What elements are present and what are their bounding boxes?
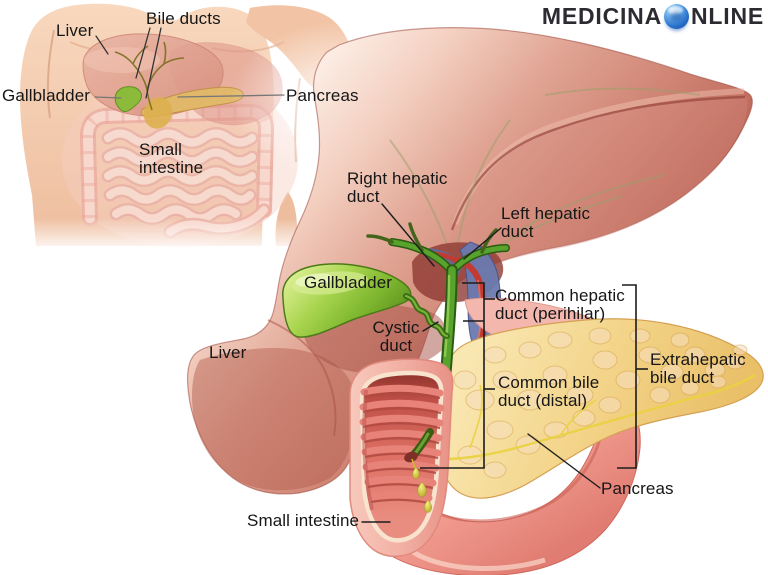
duodenum-shape [349, 358, 454, 557]
label-pancreas: Pancreas [601, 479, 674, 498]
globe-icon [664, 3, 689, 29]
label-cystic-duct: Cystic duct [372, 318, 420, 356]
main-illustration [187, 27, 764, 575]
label-right-hepatic-duct: Right hepatic duct [347, 169, 448, 207]
pancreas-lobules [453, 327, 748, 479]
inset-label-small-intestine: Small intestine [139, 140, 204, 178]
brand-logo: MEDICINA NLINE [500, 1, 764, 31]
pancreas-shape [419, 318, 764, 499]
bile-drops-shape [404, 428, 434, 513]
bracket-inner [420, 282, 495, 469]
inset-gallbladder-shape [114, 86, 142, 112]
pointer-lines [94, 27, 601, 523]
brand-part1: MEDICINA [541, 2, 662, 29]
label-common-bile-duct: Common bile duct (distal) [498, 373, 600, 411]
label-extrahepatic-bile-duct: Extrahepatic bile duct [650, 350, 746, 388]
label-gallbladder: Gallbladder [304, 273, 393, 292]
inset-label-liver: Liver [56, 21, 94, 40]
label-left-hepatic-duct: Left hepatic duct [501, 204, 591, 242]
brand-part2: NLINE [691, 2, 764, 29]
label-liver: Liver [209, 343, 247, 362]
cystic-duct-shape [403, 293, 450, 339]
inset-small-intestine-shape [101, 127, 259, 225]
inset-label-pancreas: Pancreas [286, 86, 359, 105]
inset-label-gallbladder: Gallbladder [2, 86, 91, 105]
gallbladder-shape [282, 263, 412, 338]
duodenum-folds [359, 384, 445, 502]
bracket-outer [617, 284, 648, 469]
label-small-intestine: Small intestine [247, 511, 360, 530]
label-common-hepatic-duct: Common hepatic duct (perihilar) [495, 286, 625, 324]
hepatic-ducts-shape [366, 222, 510, 276]
inset-label-bile-ducts: Bile ducts [146, 9, 221, 28]
pancreatic-duct-shape [419, 373, 756, 461]
